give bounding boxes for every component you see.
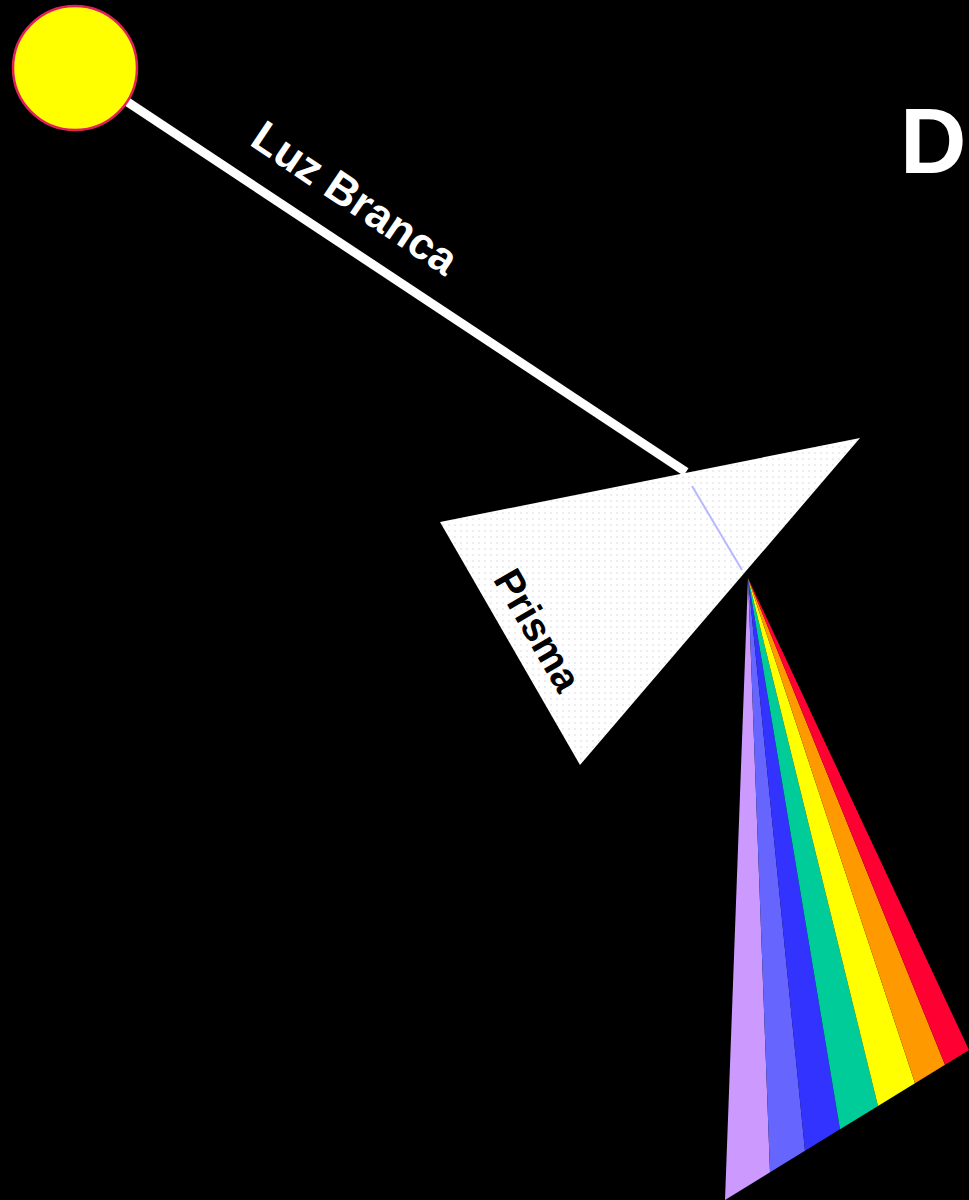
spectrum-band [748, 578, 969, 1065]
sun [13, 6, 137, 130]
spectrum-band [748, 578, 915, 1106]
prism: Prisma [440, 438, 860, 765]
title: D [900, 95, 966, 187]
light-ray [120, 97, 686, 472]
spectrum-band [748, 578, 945, 1083]
spectrum [725, 578, 969, 1200]
